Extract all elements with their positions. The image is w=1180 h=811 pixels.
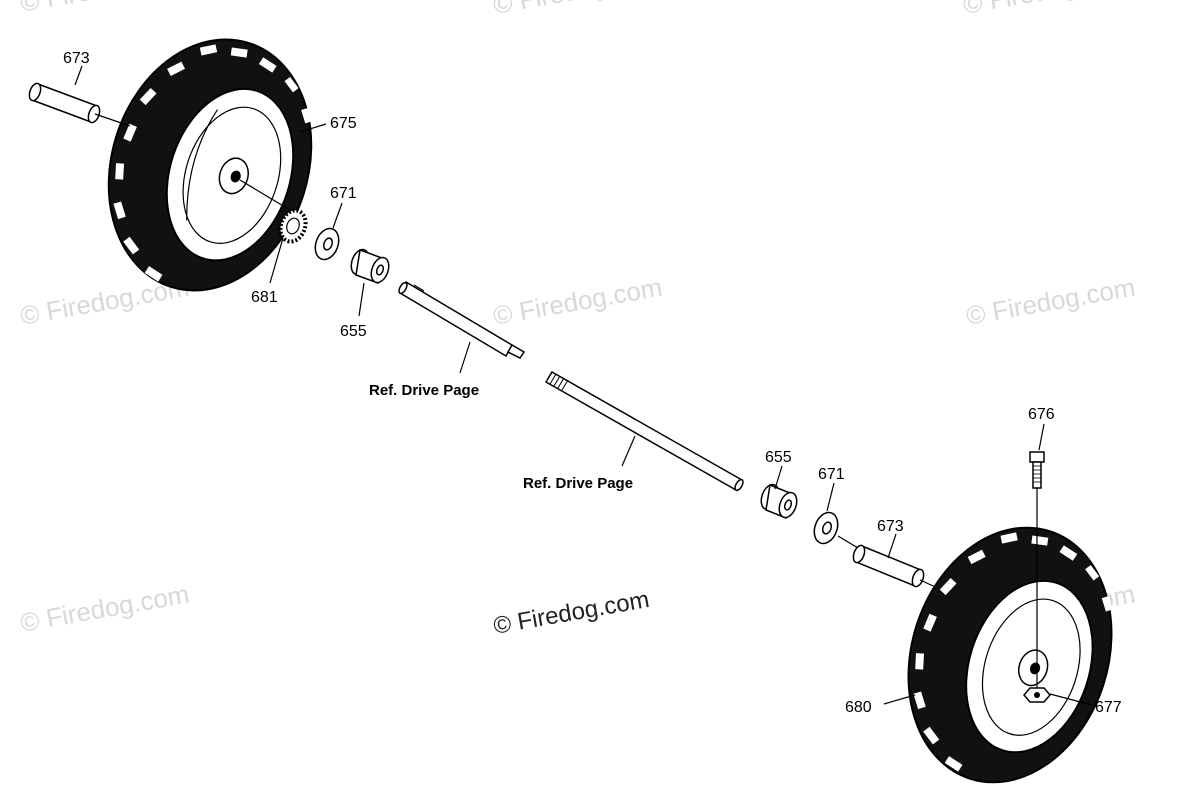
watermark: © Firedog.com [964,272,1138,331]
watermark-main: © Firedog.com [491,586,651,640]
axle-shaft-right [544,370,744,492]
washer-671-top [314,227,340,261]
bolt-676 [1029,451,1045,688]
watermark: © Firedog.com [961,0,1135,20]
callout-680: 680 [845,699,872,716]
watermark: © Firedog.com [18,579,192,638]
callout-671-bottom: 671 [818,466,845,483]
axle-shaft-left [398,280,526,359]
callout-673-top: 673 [63,50,90,67]
right-wheel [907,526,1113,784]
watermark: © Firedog.com [491,272,665,331]
spacer-673-bottom [852,544,925,588]
callout-681: 681 [251,289,278,306]
callout-671-top: 671 [330,185,357,202]
callout-673-bottom: 673 [877,518,904,535]
callout-655-top: 655 [340,323,367,340]
callout-655-bottom: 655 [765,449,792,466]
ref-drive-page-right: Ref. Drive Page [523,475,633,492]
callout-677: 677 [1095,699,1122,716]
callout-676: 676 [1028,406,1055,423]
watermark: © Firedog.com [491,0,665,20]
nut-677 [1023,687,1051,703]
spacer-673-top [28,82,101,124]
callout-675: 675 [330,115,357,132]
watermark: © Firedog.com [18,0,192,18]
ref-drive-page-left: Ref. Drive Page [369,382,479,399]
callout-labels: 673 675 671 681 655 676 655 671 673 680 … [63,50,1122,716]
left-wheel [107,38,313,292]
leader-lines [74,65,1093,706]
bushing-655-bottom [760,483,798,520]
gear-washer-681 [278,208,308,244]
bushing-655-top [350,248,390,285]
washer-671-bottom [813,511,839,545]
